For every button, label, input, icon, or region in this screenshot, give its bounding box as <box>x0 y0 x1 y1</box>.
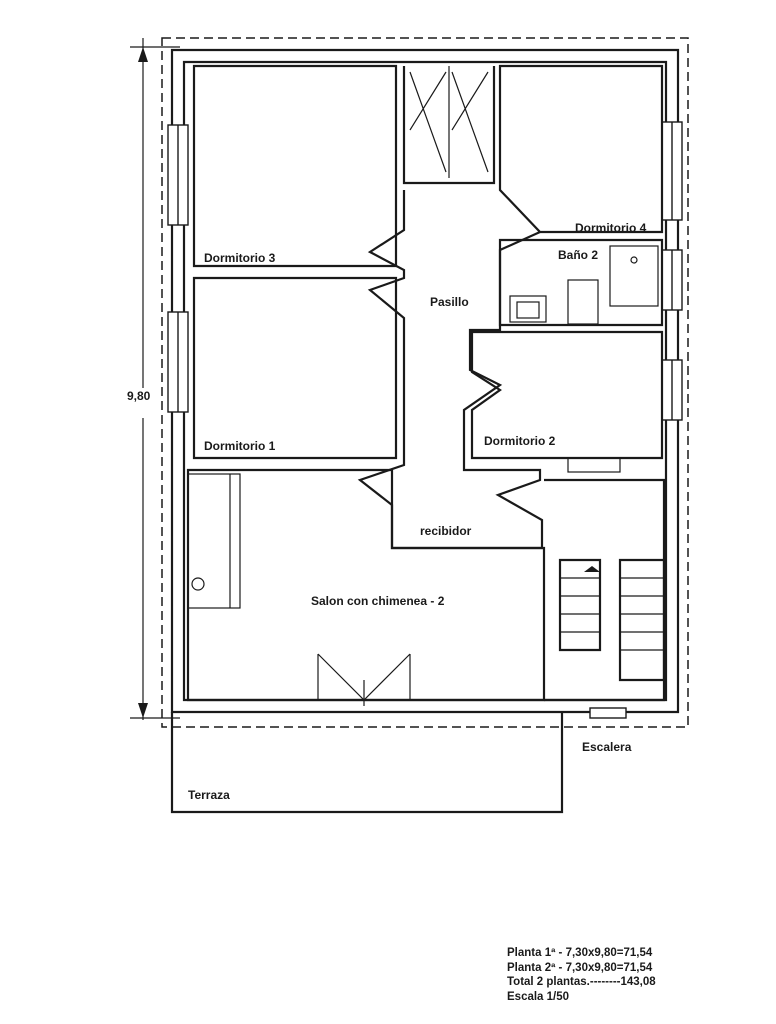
area-summary: Planta 1ª - 7,30x9,80=71,54 Planta 2ª - … <box>507 946 757 1004</box>
window-escalera <box>589 707 627 719</box>
windows <box>167 121 683 719</box>
room-labels: Dormitorio 3 Dormitorio 4 Baño 2 Pasillo… <box>188 221 647 802</box>
dashed-outer-boundary <box>161 37 689 728</box>
summary-escala: Escala 1/50 <box>507 990 570 1003</box>
arrow-up-icon <box>138 47 148 62</box>
label-bano-2: Baño 2 <box>558 248 598 262</box>
chimney-icon <box>191 577 205 591</box>
label-dormitorio-3: Dormitorio 3 <box>204 251 276 265</box>
summary-planta-2: Planta 2ª - 7,30x9,80=71,54 <box>507 961 653 974</box>
label-dormitorio-1: Dormitorio 1 <box>204 439 276 453</box>
label-terraza: Terraza <box>188 788 230 802</box>
interior-walls <box>186 64 666 706</box>
summary-planta-1: Planta 1ª - 7,30x9,80=71,54 <box>507 947 653 959</box>
exterior-walls <box>170 48 680 714</box>
summary-total: Total 2 plantas.--------143,08 <box>507 976 656 988</box>
vertical-dimension: 9,80 <box>127 38 180 720</box>
terraza-outline <box>170 712 564 814</box>
label-recibidor: recibidor <box>420 524 472 538</box>
label-pasillo: Pasillo <box>430 295 469 309</box>
dimension-label: 9,80 <box>127 389 151 403</box>
label-dormitorio-2: Dormitorio 2 <box>484 434 556 448</box>
stair-arrow-icon <box>584 566 600 572</box>
label-escalera: Escalera <box>582 740 632 754</box>
arrow-down-icon <box>138 703 148 718</box>
label-dormitorio-4: Dormitorio 4 <box>575 221 647 235</box>
label-salon: Salon con chimenea - 2 <box>311 594 445 608</box>
